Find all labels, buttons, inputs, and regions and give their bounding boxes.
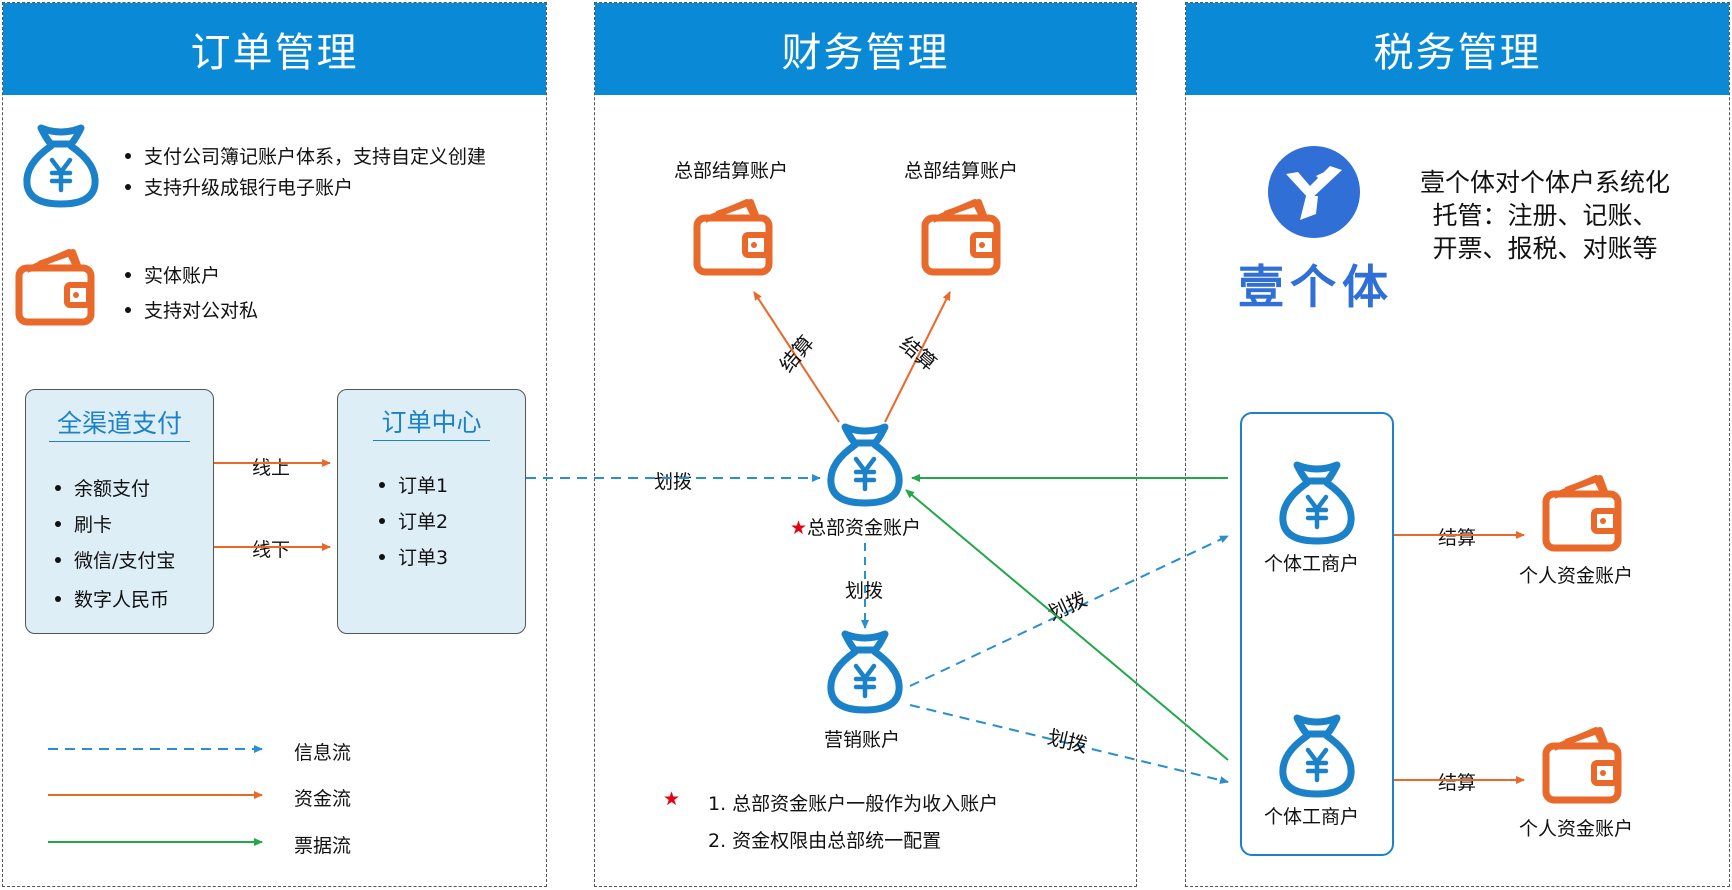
order-list: 订单1 订单2 订单3 xyxy=(376,471,448,570)
legend-invoice-flow-label: 票据流 xyxy=(294,835,352,857)
notes-star-icon: ★ xyxy=(663,788,681,810)
offline-label: 线下 xyxy=(252,539,291,561)
settle-left-arrow xyxy=(753,291,840,423)
tax-description: 壹个体对个体户系统化 托管：注册、记账、 开票、报税、对账等 xyxy=(1420,166,1670,265)
list-item: 订单3 xyxy=(376,543,448,570)
omnichannel-payment-title: 全渠道支付 xyxy=(48,409,190,442)
hq-fund-account-label: ★总部资金账户 xyxy=(790,517,922,539)
bullet-item: 支付公司簿记账户体系，支持自定义创建 xyxy=(122,142,486,169)
legend-fund-flow-label: 资金流 xyxy=(294,788,352,810)
merchant-group-box xyxy=(1240,412,1394,856)
bag-account-bullets: 支付公司簿记账户体系，支持自定义创建 支持升级成银行电子账户 xyxy=(122,142,486,200)
money-bag-icon xyxy=(1283,465,1351,541)
wallet-icon xyxy=(1546,730,1618,800)
bullet-item: 实体账户 xyxy=(122,261,258,288)
list-item: 刷卡 xyxy=(52,510,175,537)
transfer-up-label: 划拨 xyxy=(1044,587,1090,626)
money-bag-icon xyxy=(831,634,899,710)
finance-column: 财务管理 xyxy=(594,2,1137,887)
personal-account-bottom-label: 个人资金账户 xyxy=(1519,818,1634,840)
marketing-account-label: 营销账户 xyxy=(824,729,901,751)
description-line: 托管：注册、记账、 xyxy=(1432,201,1658,230)
brand-name: 壹个体 xyxy=(1238,260,1394,314)
transfer-down-right-label: 划拨 xyxy=(1045,725,1089,757)
tax-column-title: 税务管理 xyxy=(1186,3,1729,95)
list-item: 余额支付 xyxy=(52,474,175,501)
payment-methods-list: 余额支付 刷卡 微信/支付宝 数字人民币 xyxy=(52,474,175,612)
brand-logo-icon xyxy=(1268,146,1360,238)
bullet-item: 支持对公对私 xyxy=(122,296,258,323)
money-bag-icon xyxy=(831,427,899,503)
star-icon: ★ xyxy=(790,517,808,539)
wallet-icon xyxy=(697,202,769,272)
personal-account-top-label: 个人资金账户 xyxy=(1519,565,1634,587)
description-line: 开票、报税、对账等 xyxy=(1432,234,1658,263)
marketing-to-merchant-bottom-arrow xyxy=(909,704,1229,785)
settle-top-label: 结算 xyxy=(1438,527,1477,549)
wallet-icon xyxy=(1546,478,1618,548)
list-item: 订单1 xyxy=(376,471,448,498)
transfer-in-label: 划拨 xyxy=(652,467,695,494)
marketing-to-merchant-top-arrow xyxy=(909,535,1229,687)
note-2: 2. 资金权限由总部统一配置 xyxy=(708,830,942,852)
list-item: 数字人民币 xyxy=(52,585,175,612)
tax-column: 税务管理 xyxy=(1185,2,1730,887)
wallet-icon xyxy=(925,202,997,272)
bullet-item: 支持升级成银行电子账户 xyxy=(122,173,486,200)
order-column: 订单管理 xyxy=(2,2,547,887)
settle-account-left-label: 总部结算账户 xyxy=(674,160,789,182)
legend-info-flow-label: 信息流 xyxy=(294,742,352,764)
settle-left-label: 结算 xyxy=(774,331,818,377)
order-center-title: 订单中心 xyxy=(373,408,490,441)
merchant-bottom-label: 个体工商户 xyxy=(1264,806,1360,828)
money-bag-icon xyxy=(27,128,95,204)
money-bag-icon xyxy=(1283,718,1351,794)
merchant-top-label: 个体工商户 xyxy=(1264,553,1360,575)
finance-column-title: 财务管理 xyxy=(595,3,1136,95)
note-1: 1. 总部资金账户一般作为收入账户 xyxy=(708,793,999,815)
list-item: 订单2 xyxy=(376,507,448,534)
settle-bottom-label: 结算 xyxy=(1438,772,1477,794)
omnichannel-payment-card: 全渠道支付 余额支付 刷卡 微信/支付宝 数字人民币 xyxy=(25,389,214,634)
settle-right-label: 结算 xyxy=(895,331,941,375)
order-column-title: 订单管理 xyxy=(3,3,546,95)
order-center-card: 订单中心 订单1 订单2 订单3 xyxy=(337,389,526,634)
list-item: 微信/支付宝 xyxy=(52,546,175,573)
invoice-bottom-arrow xyxy=(905,489,1229,761)
wallet-account-bullets: 实体账户 支持对公对私 xyxy=(122,261,258,323)
wallet-icon xyxy=(19,252,91,322)
description-line: 壹个体对个体户系统化 xyxy=(1420,168,1671,197)
settle-account-right-label: 总部结算账户 xyxy=(904,160,1019,182)
settle-right-arrow xyxy=(884,291,951,423)
